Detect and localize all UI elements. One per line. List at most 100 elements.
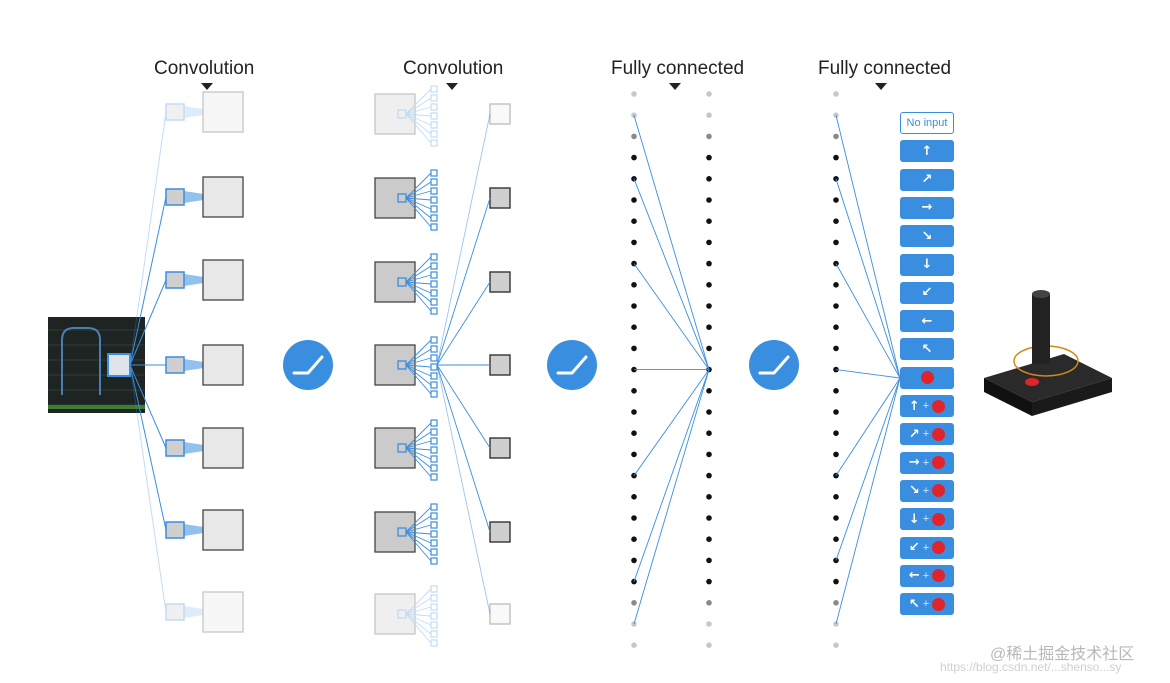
conv2-kernel-cell <box>430 539 438 547</box>
conv2-feature-map <box>374 585 511 647</box>
joystick-base-right <box>1032 378 1112 416</box>
relu-curve <box>556 355 588 375</box>
conv2-kernel-cell <box>430 419 438 427</box>
conv2-feature-map <box>374 85 511 147</box>
conv2-kernel-cell <box>430 390 438 398</box>
conv2-kernel-cell <box>430 121 438 129</box>
fc2-node <box>706 621 712 627</box>
relu-icon <box>547 340 597 390</box>
fc1-fc2-connection <box>633 369 710 582</box>
conv1-label: Convolution <box>154 58 255 79</box>
fire-button-icon <box>920 371 934 385</box>
conv1-feature-map <box>129 91 244 366</box>
conv2-kernel-cell <box>430 372 438 380</box>
conv2-fan-line <box>405 447 432 478</box>
fc2-node <box>706 409 712 415</box>
fc2-node <box>706 345 712 352</box>
conv2-fan-line <box>405 197 432 201</box>
conv2-output-map <box>489 187 511 209</box>
fire-button-icon <box>932 399 946 413</box>
fc2-node <box>706 515 712 521</box>
fc2-node <box>706 197 712 203</box>
conv2-fan-line <box>405 197 432 228</box>
conv2-fan-line <box>405 197 432 210</box>
conv2-kernel-cell <box>430 103 438 111</box>
arrow-icon: ↘ <box>908 483 920 499</box>
plus-icon: + <box>922 541 930 554</box>
conv2-fan-line <box>405 364 432 395</box>
conv2-fan-line <box>405 364 432 377</box>
conv2-fan-line <box>405 172 432 199</box>
conv2-kernel-cell <box>430 621 438 629</box>
conv2-fan-line <box>405 113 432 135</box>
conv2-feature-map <box>374 169 511 231</box>
fc2-label: Fully connected <box>818 58 952 79</box>
conv2-fan-line <box>405 348 432 366</box>
conv2-output-connection <box>436 197 491 366</box>
conv2-kernel-cell <box>430 503 438 511</box>
fc2-node <box>706 536 712 542</box>
conv2-kernel-cell <box>430 464 438 472</box>
conv2-kernel-cell <box>430 112 438 120</box>
conv1-map <box>202 427 244 469</box>
fc1-node <box>631 600 637 606</box>
conv2-fan-line <box>405 531 432 544</box>
action-button: ↘+ <box>900 479 954 502</box>
conv2-fan-line <box>405 256 432 283</box>
fc2-node <box>706 324 712 331</box>
conv2-kernel-cell <box>430 530 438 538</box>
plus-icon: + <box>922 456 930 469</box>
conv2-output-map <box>489 437 511 459</box>
fire-button-icon <box>932 427 946 441</box>
conv2-fan-line <box>405 364 432 386</box>
plus-icon: + <box>922 484 930 497</box>
conv2-fan-line <box>405 531 432 562</box>
fc1-node <box>631 430 637 437</box>
conv2-fan-line <box>405 357 432 366</box>
conv2-kernel-cell <box>430 307 438 315</box>
conv2-kernel-cell <box>430 612 438 620</box>
action-no-input: No input <box>900 112 954 134</box>
plus-icon: + <box>922 569 930 582</box>
action-button: →+ <box>900 451 954 474</box>
conv2-kernel-cell <box>430 130 438 138</box>
fire-button-icon <box>932 541 946 554</box>
fc2-node <box>706 112 712 118</box>
conv2-fan-line <box>405 431 432 449</box>
fc3-node <box>833 409 839 415</box>
fc3-node <box>833 578 839 585</box>
fc2-node <box>706 451 712 458</box>
conv1-filter <box>165 439 185 457</box>
fc1-node <box>631 133 637 140</box>
conv2-fan-line <box>405 197 432 219</box>
conv2-fan-line <box>405 447 432 460</box>
conv1-map <box>202 176 244 218</box>
conv2-kernel-cell <box>430 187 438 195</box>
arrow-icon: → <box>908 455 920 471</box>
fc3-node <box>833 303 839 309</box>
fc3-action-connection <box>835 377 901 476</box>
conv1-filter <box>165 188 185 206</box>
arrow-icon: ↑ <box>921 143 933 159</box>
fc3-node <box>833 324 839 331</box>
conv2-feature-map <box>374 419 511 481</box>
conv2-kernel-cell <box>430 446 438 454</box>
fc2-node <box>706 239 712 246</box>
conv2-kernel-cell <box>430 271 438 279</box>
fc3-node <box>833 494 839 500</box>
fc1-node <box>631 388 637 394</box>
fire-button-icon <box>932 456 946 470</box>
fc3-action-connection <box>835 178 901 379</box>
conv2-output-map <box>489 271 511 293</box>
conv2-output-map <box>489 354 511 376</box>
fc1-node <box>631 515 637 521</box>
fc3-node <box>833 536 839 542</box>
action-button: ↙ <box>900 281 954 304</box>
plus-icon: + <box>922 400 930 412</box>
conv2-fan-line <box>405 281 432 303</box>
fc3-node <box>833 388 839 394</box>
action-label: No input <box>906 117 948 129</box>
fire-button-icon <box>932 597 946 611</box>
fc3-node <box>833 451 839 458</box>
